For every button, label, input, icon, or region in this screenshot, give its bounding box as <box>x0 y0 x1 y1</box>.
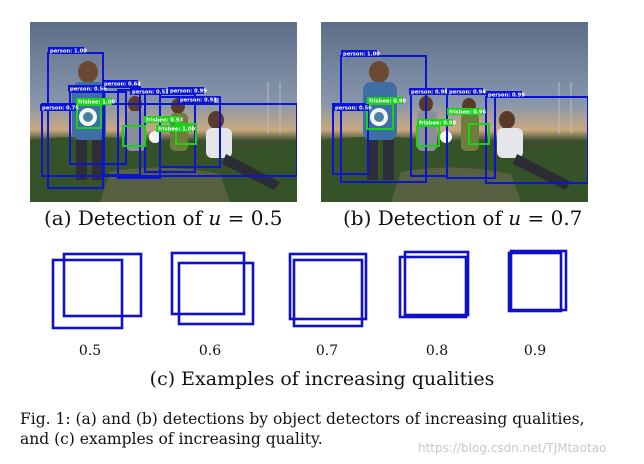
iou-label-0.8: 0.8 <box>425 343 449 359</box>
det-label-b-5: person: 0.56 <box>335 106 372 112</box>
iou-0.9-box-2 <box>507 251 563 313</box>
det-label-a-8: frisbee: 1.00 <box>78 100 116 106</box>
figure-caption-line-2: and (c) examples of increasing quality. <box>20 430 323 448</box>
subcaption-a-variable: u <box>208 206 222 230</box>
subcaption-b: (b) Detection of u = 0.7 <box>343 206 582 230</box>
iou-0.6-box-2 <box>177 261 255 326</box>
det-label-a-9: frisbee: 0.93 <box>146 118 184 124</box>
iou-0.6-box-1 <box>170 251 246 316</box>
iou-0.5-box-1 <box>62 252 143 318</box>
detection-image-a: person: 1.00 person: 0.56 person: 0.64 p… <box>30 22 297 202</box>
det-label-a-2: person: 0.56 <box>70 87 107 93</box>
iou-0.8-box-2 <box>398 255 468 319</box>
det-label-a-3: person: 0.64 <box>104 82 141 88</box>
det-label-b-2: person: 0.98 <box>411 90 448 96</box>
iou-0.8-box-1 <box>403 250 470 317</box>
det-label-b-1: person: 1.00 <box>343 52 380 58</box>
watermark: https://blog.csdn.net/TJMtaotao <box>418 441 607 455</box>
figure-caption-line-1: Fig. 1: (a) and (b) detections by object… <box>20 410 585 428</box>
det-label-a-6: person: 0.93 <box>180 98 217 104</box>
det-label-a-1: person: 1.00 <box>50 49 87 55</box>
det-label-a-10: frisbee: 1.00 <box>158 127 196 133</box>
subcaption-a-value: = 0.5 <box>221 206 283 230</box>
iou-0.5-box-2 <box>51 258 124 330</box>
det-label-a-7: person: 0.75 <box>42 106 79 112</box>
subcaption-b-variable: u <box>508 206 522 230</box>
iou-0.9-box-1 <box>509 249 568 312</box>
det-label-b-4: person: 0.99 <box>488 93 525 99</box>
subcaption-a: (a) Detection of u = 0.5 <box>44 206 283 230</box>
iou-0.7-box-2 <box>292 258 364 328</box>
iou-examples <box>51 249 568 330</box>
detection-image-b: person: 1.00 person: 0.98 person: 0.94 p… <box>321 22 588 202</box>
iou-label-0.6: 0.6 <box>198 343 222 359</box>
det-label-a-5: person: 0.99 <box>170 89 207 95</box>
iou-label-0.5: 0.5 <box>78 343 102 359</box>
detection-scene-b: person: 1.00 person: 0.98 person: 0.94 p… <box>321 22 588 202</box>
det-label-a-4: person: 0.52 <box>132 90 169 96</box>
det-label-b-8: frisbee: 0.96 <box>449 110 487 116</box>
iou-0.7-box-1 <box>288 252 368 321</box>
subcaption-b-value: = 0.7 <box>521 206 583 230</box>
detection-scene-a: person: 1.00 person: 0.56 person: 0.64 p… <box>30 22 297 202</box>
det-label-b-7: frisbee: 0.98 <box>419 121 457 127</box>
figure-caption: Fig. 1: (a) and (b) detections by object… <box>20 409 630 449</box>
iou-label-0.7: 0.7 <box>315 343 339 359</box>
subcaption-b-prefix: (b) Detection of <box>343 206 509 230</box>
iou-label-0.9: 0.9 <box>523 343 547 359</box>
det-label-b-6: frisbee: 0.98 <box>369 99 407 105</box>
det-label-b-3: person: 0.94 <box>449 90 486 96</box>
subcaption-c: (c) Examples of increasing qualities <box>149 368 495 390</box>
subcaption-a-prefix: (a) Detection of <box>44 206 209 230</box>
